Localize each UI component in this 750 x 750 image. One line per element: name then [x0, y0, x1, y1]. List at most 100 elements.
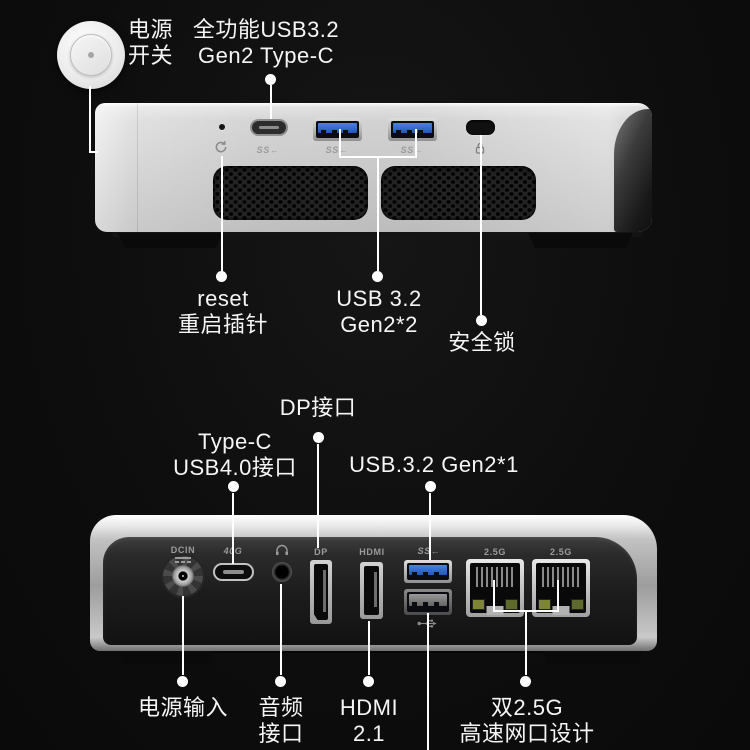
- leader-power-tick: [89, 151, 98, 153]
- hdmi-slot: [364, 566, 379, 615]
- kensington-lock-slot: [466, 120, 495, 135]
- annotation-line: 重启插针: [177, 312, 269, 337]
- annotation-line: 开关: [128, 43, 174, 68]
- ss-mark: SS←: [400, 145, 424, 155]
- usba-cavity: [407, 563, 449, 580]
- rj45-led-left: [538, 599, 551, 610]
- rj45-led-right: [505, 599, 518, 610]
- dot-lock: [476, 315, 487, 326]
- annotation-audio: 音频 接口: [258, 695, 303, 747]
- rj45-led-right: [571, 599, 584, 610]
- reset-arrow-icon: [215, 141, 227, 153]
- leader-lan1: [493, 580, 495, 612]
- rj45-pins: [542, 567, 580, 587]
- leader-usb-drop: [377, 158, 379, 271]
- power-button-cap: [70, 34, 112, 76]
- annotation-typec-usb4: Type-C USB4.0接口: [173, 429, 297, 481]
- mini-pc-front-view: [95, 103, 652, 232]
- leader-dp: [317, 444, 319, 548]
- dc-jack-pin: [181, 574, 185, 578]
- annotation-usb32-front: USB 3.2 Gen2*2: [336, 286, 421, 338]
- leader-lock: [480, 135, 482, 315]
- usba-cavity: [407, 592, 449, 612]
- usba-gray-tongue: [409, 594, 447, 606]
- annotation-line: HDMI: [339, 695, 399, 720]
- ss-mark: SS←: [256, 145, 280, 155]
- annotation-typec-full: 全功能USB3.2 Gen2 Type-C: [193, 17, 339, 69]
- displayport-port: [310, 560, 332, 624]
- front-vent-right: [381, 166, 536, 220]
- leader-power: [89, 86, 91, 153]
- dot-reset: [216, 271, 227, 282]
- usba-contact-notches: [396, 129, 429, 138]
- rj45-cavity: [536, 563, 586, 615]
- leader-usb2: [415, 129, 417, 157]
- dot-dp: [313, 432, 324, 443]
- power-button-photo: [57, 21, 125, 89]
- dp-mark: DP: [314, 547, 328, 557]
- front-usba-port-2: [388, 118, 437, 141]
- rj45-pins: [476, 567, 514, 587]
- usba-cavity: [391, 121, 434, 138]
- leader-usb2: [427, 613, 429, 750]
- annotation-line: 2.1: [352, 721, 386, 746]
- usba-blue-tongue: [409, 565, 447, 575]
- annotation-line: reset: [197, 286, 249, 311]
- annotation-dp: DP接口: [280, 395, 357, 421]
- annotation-line: 安全锁: [448, 330, 516, 355]
- ss-mark-rear: SS←: [418, 546, 441, 556]
- usba-contact-notches: [412, 571, 444, 580]
- dot-typec-full: [265, 74, 276, 85]
- leader-lan2: [557, 580, 559, 612]
- annotation-power-switch: 电源 开关: [128, 17, 173, 69]
- hdmi-port: [360, 562, 383, 619]
- annotation-line: 双2.5G: [490, 695, 564, 720]
- front-usbc-port: [250, 119, 288, 136]
- front-foot-right: [528, 233, 633, 248]
- usba-cavity: [316, 121, 359, 138]
- dot-hdmi: [363, 676, 374, 687]
- usbc-slot: [223, 570, 244, 574]
- ss-mark: SS←: [325, 145, 349, 155]
- hdmi-pins: [374, 572, 377, 607]
- annotation-line: USB.3.2 Gen2*1: [349, 452, 519, 477]
- leader-usb1: [339, 129, 341, 157]
- dc-jack-ring: [172, 565, 194, 587]
- ethernet-port-1: [466, 559, 524, 617]
- annotation-line: 电源: [128, 17, 174, 42]
- rear-usb4-typec-port: [213, 563, 254, 581]
- front-vent-left: [213, 166, 368, 220]
- hdmi-mark: HDMI: [359, 547, 385, 557]
- annotation-hdmi: HDMI 2.1: [340, 695, 398, 747]
- usba-contact-notches: [321, 129, 354, 138]
- dc-power-jack: [163, 556, 203, 596]
- leader-usb32-rear: [429, 493, 431, 560]
- front-panel-seam: [137, 103, 138, 232]
- annotation-line: 全功能USB3.2: [192, 17, 340, 42]
- rj45-latch-tab: [552, 606, 570, 615]
- annotation-dual-lan: 双2.5G 高速网口设计: [459, 695, 594, 747]
- usbc-slot: [259, 125, 279, 130]
- power-button-led-dot: [88, 52, 94, 58]
- annotation-line: 接口: [258, 721, 304, 746]
- annotation-line: USB4.0接口: [173, 455, 297, 480]
- front-right-dark-cap: [614, 109, 652, 232]
- headphone-icon: [276, 544, 288, 556]
- annotation-line: 电源输入: [137, 695, 229, 720]
- usba-blue-tongue: [318, 123, 357, 133]
- dcin-mark: DCIN: [170, 545, 196, 555]
- rear-usba-blue-port: [404, 560, 452, 583]
- lan2-mark: 2.5G: [550, 547, 572, 557]
- annotation-line: 音频: [258, 695, 304, 720]
- annotation-line: 高速网口设计: [459, 721, 595, 746]
- dot-typec4: [228, 481, 239, 492]
- leader-audio: [280, 584, 282, 675]
- usba-contact-notches: [412, 602, 444, 611]
- leader-reset: [221, 156, 223, 273]
- annotation-security-lock: 安全锁: [448, 330, 516, 356]
- front-foot-left: [118, 233, 223, 248]
- leader-usb-bridge: [339, 156, 417, 158]
- leader-typec-full: [270, 85, 272, 119]
- reset-pinhole: [219, 124, 225, 130]
